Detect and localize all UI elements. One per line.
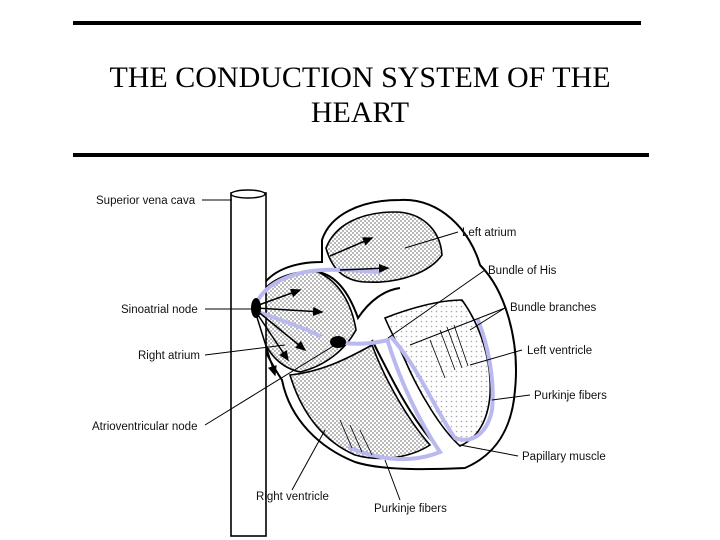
label-left-ventricle: Left ventricle xyxy=(527,345,592,357)
label-bundle-branches: Bundle branches xyxy=(510,302,597,314)
papillary-muscle-lines xyxy=(339,324,469,456)
leader-purkinje-bottom xyxy=(384,459,401,501)
leader-purkinje-right xyxy=(491,394,531,401)
leader-left-atrium xyxy=(404,231,459,249)
leader-right-atrium xyxy=(204,344,286,356)
leader-lines xyxy=(202,199,531,501)
left-ventricle-shape xyxy=(383,299,492,447)
label-atrioventricular-node: Atrioventricular node xyxy=(92,421,197,433)
leader-av-node xyxy=(204,344,336,426)
title-line-1: THE CONDUCTION SYSTEM OF THE xyxy=(109,61,611,94)
arrow-sa-down1 xyxy=(255,309,307,351)
sa-node-arrows xyxy=(255,237,390,377)
atrial-septum xyxy=(317,271,401,321)
leader-papillary xyxy=(459,444,519,457)
label-purkinje-fibers-right: Purkinje fibers xyxy=(534,390,607,402)
right-bundle-branch-path xyxy=(348,340,444,461)
arrow-sa-down2 xyxy=(255,311,289,362)
bottom-rule xyxy=(73,153,649,157)
leader-bundle-his xyxy=(387,269,486,339)
superior-vena-cava-shape xyxy=(230,192,267,537)
label-superior-vena-cava: Superior vena cava xyxy=(96,195,196,207)
leader-bundle-branches-b xyxy=(469,307,506,331)
arrow-bachmann xyxy=(339,263,390,273)
internodal-path-lower xyxy=(256,310,322,338)
top-rule xyxy=(73,21,641,25)
label-papillary-muscle: Papillary muscle xyxy=(522,451,606,463)
title-line-2: HEART xyxy=(310,96,410,129)
left-atrium-shape xyxy=(325,211,443,283)
label-left-atrium: Left atrium xyxy=(462,227,516,239)
internodal-path-upper xyxy=(256,267,382,302)
label-purkinje-fibers-bottom: Purkinje fibers xyxy=(374,503,447,515)
left-bundle-branch-path xyxy=(390,318,495,442)
arrow-left-atrium xyxy=(329,237,374,257)
page-title: THE CONDUCTION SYSTEM OF THE HEART xyxy=(60,60,660,130)
label-right-ventricle: Right ventricle xyxy=(256,491,329,503)
leader-left-ventricle xyxy=(469,349,523,366)
label-right-atrium: Right atrium xyxy=(138,350,200,362)
vena-cava-opening xyxy=(230,189,266,199)
atrioventricular-node xyxy=(330,336,346,348)
sinoatrial-node xyxy=(251,298,261,318)
label-sinoatrial-node: Sinoatrial node xyxy=(121,304,198,316)
label-bundle-of-his: Bundle of His xyxy=(488,265,557,277)
leader-right-ventricle xyxy=(291,429,326,491)
leader-bundle-branches-a xyxy=(409,307,506,346)
conduction-pathways xyxy=(256,267,495,461)
arrow-sa-down3 xyxy=(255,313,277,377)
arrow-sa-up xyxy=(255,288,302,307)
arrow-sa-right xyxy=(255,306,324,316)
